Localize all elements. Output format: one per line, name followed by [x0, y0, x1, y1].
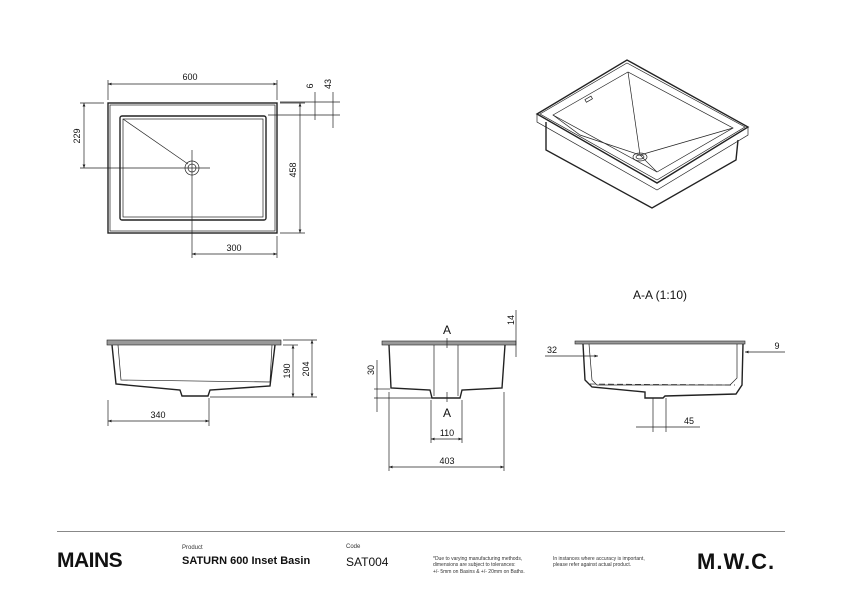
- tolerance-note: *Due to varying manufacturing methods, d…: [433, 556, 525, 575]
- front-view: A A 30 14 110 403: [366, 310, 517, 471]
- dim-rim-thickness: 6: [305, 83, 315, 88]
- dim-drain-y: 229: [72, 128, 82, 143]
- dim-rim-depth: 43: [323, 79, 333, 89]
- tolerance-note-line: +/- 5mm on Basins & +/- 20mm on Baths.: [433, 568, 525, 575]
- product-value: SATURN 600 Inset Basin: [182, 555, 311, 567]
- side-view: 190 204 340: [106, 339, 317, 426]
- dim-length: 458: [288, 162, 298, 177]
- top-view: 600 229 458 300 6 43: [72, 72, 340, 258]
- footer-divider: [57, 531, 785, 532]
- accuracy-note: In instances where accuracy is important…: [553, 556, 645, 569]
- dim-body-height: 190: [282, 363, 292, 378]
- section-view: A-A (1:10) 32 9 45: [545, 288, 785, 432]
- dim-right-wall: 9: [774, 341, 779, 351]
- section-mark-top: A: [443, 323, 451, 337]
- code-value: SAT004: [346, 555, 389, 569]
- dim-rim-height: 14: [506, 315, 516, 325]
- tolerance-note-line: *Due to varying manufacturing methods,: [433, 556, 523, 562]
- section-title: A-A (1:10): [633, 288, 687, 302]
- product-label: Product: [182, 545, 203, 551]
- accuracy-note-line: In instances where accuracy is important…: [553, 556, 645, 562]
- dim-total-height: 204: [301, 361, 311, 376]
- dim-drain-width: 110: [440, 428, 454, 438]
- code-label: Code: [346, 544, 361, 550]
- dim-drain-height: 30: [366, 365, 376, 375]
- dim-drain-section: 45: [684, 416, 694, 426]
- isometric-view: [535, 59, 750, 209]
- dim-left-wall: 32: [547, 345, 557, 355]
- mwc-logo: M.W.C.: [697, 549, 776, 574]
- dim-drain-x: 300: [226, 243, 241, 253]
- dim-overall-width: 403: [439, 456, 454, 466]
- tolerance-note-line: dimensions are subject to tolerances:: [433, 562, 516, 569]
- dim-width: 600: [182, 72, 197, 82]
- mains-logo: MAINS: [57, 549, 123, 572]
- section-mark-bottom: A: [443, 406, 451, 420]
- dim-drain-offset: 340: [150, 410, 165, 420]
- accuracy-note-line: please refer against actual product.: [553, 562, 632, 569]
